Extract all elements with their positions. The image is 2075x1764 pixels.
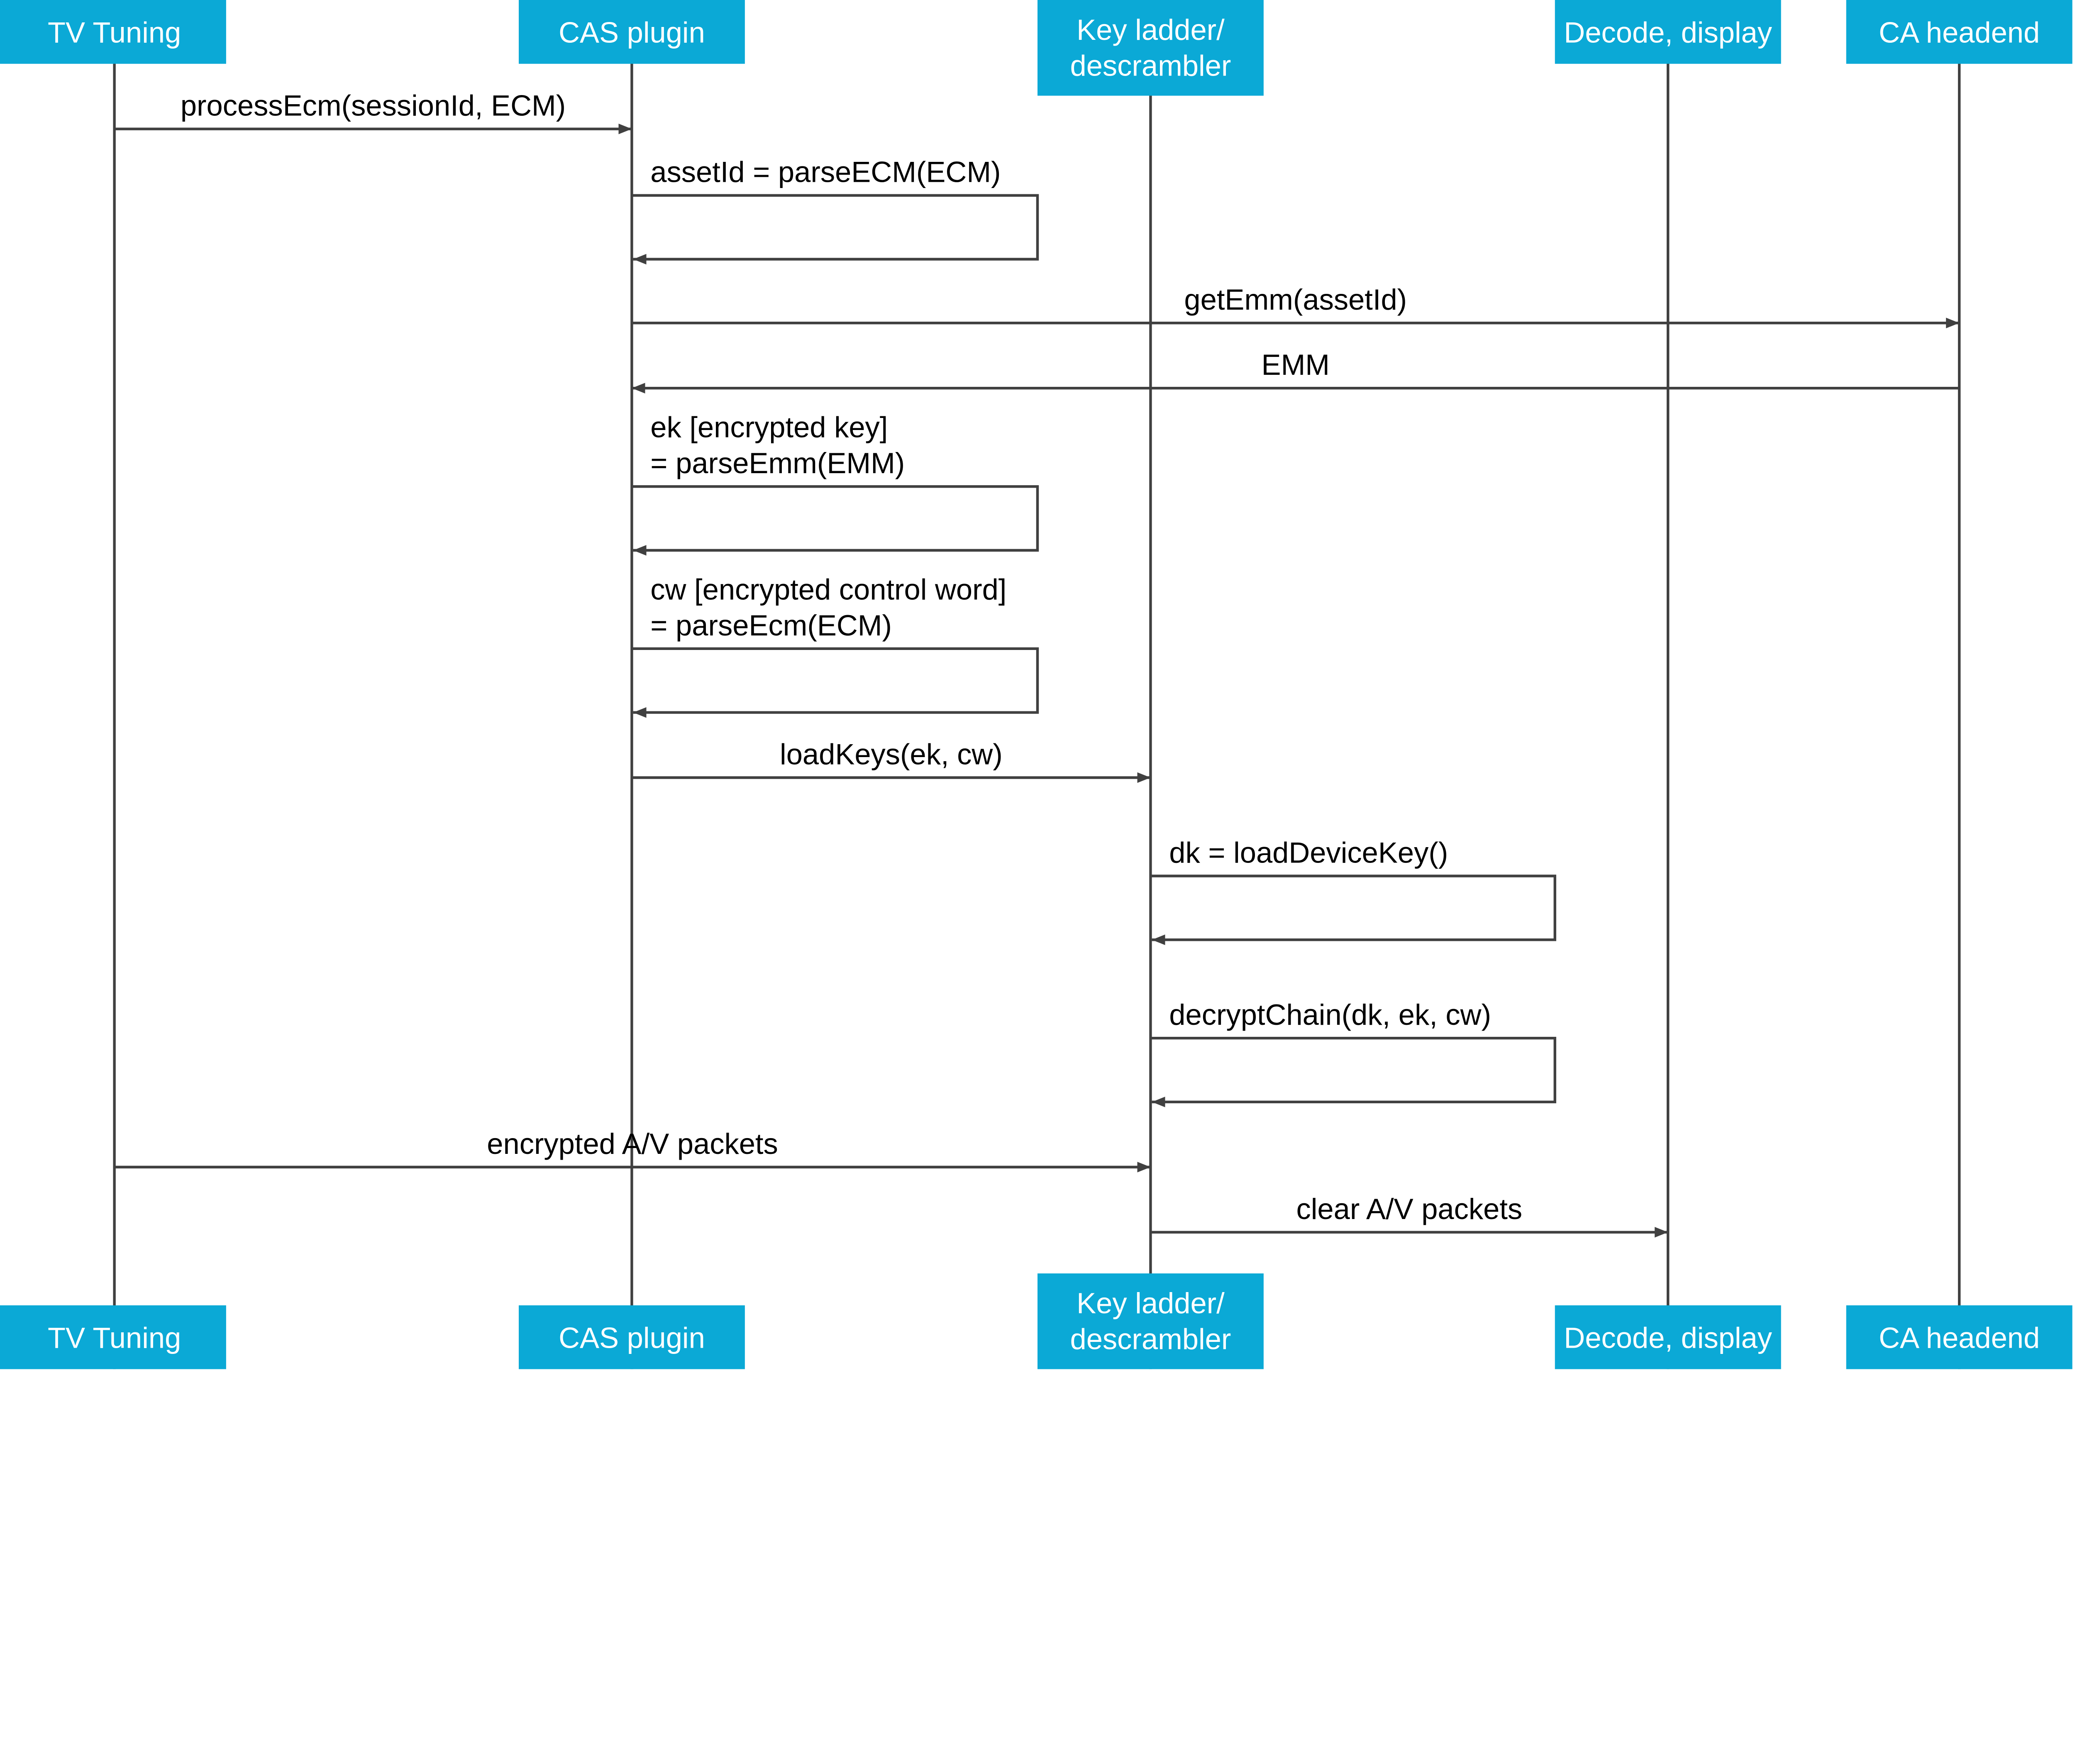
participant-label: CAS plugin <box>559 16 705 49</box>
participant-key-bottom: Key ladder/descrambler <box>1038 1273 1264 1369</box>
message-label: EMM <box>1262 348 1330 381</box>
participant-cas-bottom: CAS plugin <box>519 1305 745 1369</box>
message-4: EMM <box>632 348 1960 393</box>
message-label: cw [encrypted control word] <box>650 573 1006 606</box>
self-message-arrow <box>632 485 1039 556</box>
participant-box <box>0 1305 226 1369</box>
participant-ca-bottom: CA headend <box>1846 1305 2073 1369</box>
participant-box <box>1846 1305 2073 1369</box>
message-label: processEcm(sessionId, ECM) <box>181 89 566 122</box>
participant-tv-top: TV Tuning <box>0 0 226 64</box>
message-label: = parseEcm(ECM) <box>650 609 892 642</box>
participant-box <box>1555 1305 1781 1369</box>
message-label: clear A/V packets <box>1296 1192 1522 1225</box>
message-5: ek [encrypted key]= parseEmm(EMM) <box>632 411 1039 556</box>
message-3: getEmm(assetId) <box>632 283 1960 329</box>
self-message-arrow <box>1150 875 1556 946</box>
sequence-diagram: processEcm(sessionId, ECM) assetId = pars… <box>0 0 2073 1369</box>
participant-label: TV Tuning <box>48 1321 181 1354</box>
participant-cas-top: CAS plugin <box>519 0 745 64</box>
message-6: cw [encrypted control word]= parseEcm(EC… <box>632 573 1039 718</box>
participant-box <box>0 0 226 64</box>
participant-key-top: Key ladder/descrambler <box>1038 0 1264 96</box>
participant-label: CAS plugin <box>559 1321 705 1354</box>
message-label: ek [encrypted key] <box>650 411 888 444</box>
participant-label: CA headend <box>1879 1321 2040 1354</box>
message-8: dk = loadDeviceKey() <box>1150 836 1556 946</box>
participant-label: CA headend <box>1879 16 2040 49</box>
message-label: assetId = parseECM(ECM) <box>650 156 1001 188</box>
participant-box <box>1038 1273 1264 1369</box>
messages: processEcm(sessionId, ECM) assetId = pars… <box>114 89 1960 1238</box>
participant-tv-bottom: TV Tuning <box>0 1305 226 1369</box>
lifelines <box>113 0 1961 1369</box>
self-message-arrow <box>1150 1037 1556 1107</box>
self-message-arrow <box>632 194 1039 265</box>
message-9: decryptChain(dk, ek, cw) <box>1150 998 1556 1107</box>
self-message-arrow <box>632 647 1039 718</box>
participant-label: Decode, display <box>1564 1321 1772 1354</box>
message-label: getEmm(assetId) <box>1184 283 1407 316</box>
message-2: assetId = parseECM(ECM) <box>632 156 1039 265</box>
message-7: loadKeys(ek, cw) <box>632 738 1151 783</box>
participant-label: Decode, display <box>1564 16 1772 49</box>
participant-decode-bottom: Decode, display <box>1555 1305 1781 1369</box>
participant-box <box>1846 0 2073 64</box>
participant-label: TV Tuning <box>48 16 181 49</box>
message-11: clear A/V packets <box>1150 1192 1668 1238</box>
message-label: encrypted A/V packets <box>487 1127 778 1160</box>
message-label: loadKeys(ek, cw) <box>780 738 1003 771</box>
participant-box <box>1038 0 1264 96</box>
participant-box <box>519 1305 745 1369</box>
message-label: = parseEmm(EMM) <box>650 447 905 479</box>
participant-box <box>1555 0 1781 64</box>
participant-decode-top: Decode, display <box>1555 0 1781 64</box>
message-1: processEcm(sessionId, ECM) <box>114 89 632 134</box>
participant-label: Key ladder/ <box>1077 1287 1225 1319</box>
message-label: dk = loadDeviceKey() <box>1169 836 1448 869</box>
message-10: encrypted A/V packets <box>114 1127 1151 1173</box>
participant-ca-top: CA headend <box>1846 0 2073 64</box>
participant-label: Key ladder/ <box>1077 13 1225 46</box>
message-label: decryptChain(dk, ek, cw) <box>1169 998 1491 1031</box>
participant-label: descrambler <box>1070 49 1231 82</box>
participant-label: descrambler <box>1070 1323 1231 1356</box>
participant-box <box>519 0 745 64</box>
